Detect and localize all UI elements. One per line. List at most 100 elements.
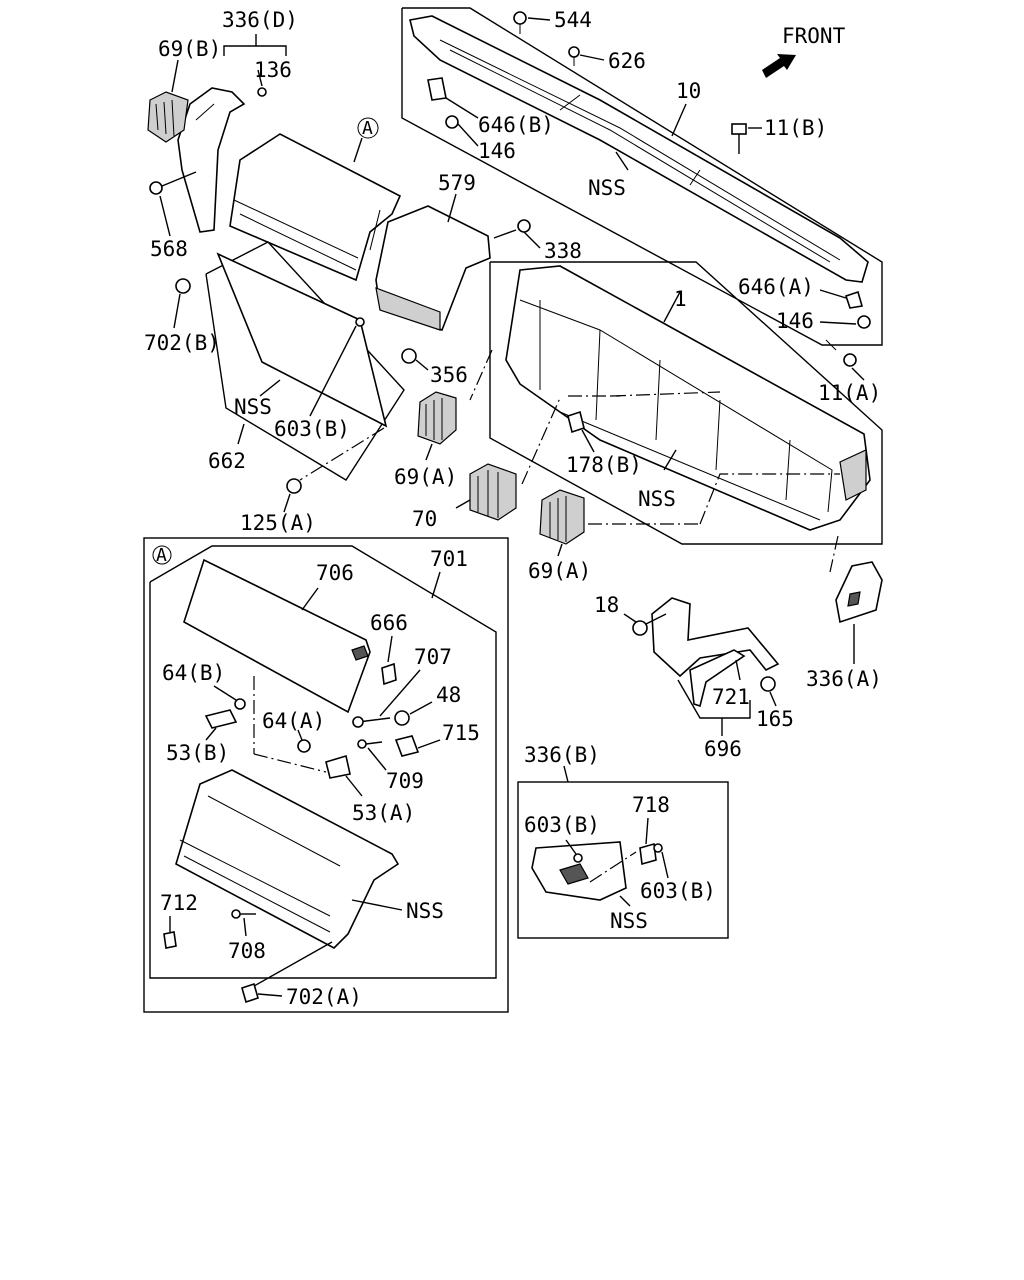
top-rail-group-outline (401, 7, 883, 346)
bracket-696-part (651, 597, 780, 708)
label-579: 579 (438, 171, 476, 195)
vent-70-part (469, 463, 517, 521)
label-NSS-336B: NSS (610, 909, 648, 933)
label-702A: 702(A) (286, 985, 362, 1009)
label-48: 48 (436, 683, 461, 707)
label-662: 662 (208, 449, 246, 473)
screw-603B-detail-icon (573, 853, 583, 863)
screw-136-icon (257, 87, 267, 97)
side-cap-336A-part (835, 561, 883, 624)
label-338: 338 (544, 239, 582, 263)
label-708: 708 (228, 939, 266, 963)
glovebox-bin-part (175, 769, 400, 949)
duct-579-part (375, 205, 491, 332)
clip-646B-icon (427, 77, 459, 129)
label-356: 356 (430, 363, 468, 387)
pin-709-icon (357, 739, 383, 749)
bolt-18-icon (632, 613, 667, 636)
screw-626-icon (568, 46, 580, 66)
label-178B: 178(B) (566, 453, 642, 477)
box-662-outline (205, 241, 405, 481)
bush-48-icon (394, 710, 410, 726)
label-11B: 11(B) (764, 116, 827, 140)
clip-64B-icon (234, 698, 246, 710)
label-64B: 64(B) (162, 661, 225, 685)
label-568: 568 (150, 237, 188, 261)
label-146-top: 146 (478, 139, 516, 163)
glovebox-upper-part (229, 133, 402, 282)
bracket-53B-icon (204, 709, 238, 729)
label-336B: 336(B) (524, 743, 600, 767)
vent-69B-part (147, 91, 189, 143)
bolt-11B-icon (731, 123, 747, 154)
callout-A-label: A (362, 118, 373, 139)
label-696: 696 (704, 737, 742, 761)
front-arrow-icon (762, 54, 796, 78)
label-701: 701 (430, 547, 468, 571)
label-603B-detail2: 603(B) (640, 879, 716, 903)
label-626: 626 (608, 49, 646, 73)
clip-666-icon (381, 662, 397, 686)
nut-702A-icon (241, 982, 259, 1004)
label-715: 715 (442, 721, 480, 745)
detail-701-outline (149, 545, 497, 979)
label-165: 165 (756, 707, 794, 731)
clip-64A-icon (297, 739, 311, 753)
label-712: 712 (160, 891, 198, 915)
pin-707-icon (352, 716, 391, 728)
lid-662-part (216, 252, 388, 428)
clip-712-icon (163, 931, 177, 949)
dash-panel-1-part (505, 265, 871, 531)
detail-A-frame (143, 537, 509, 1013)
screw-544-icon (513, 11, 527, 34)
clip-646A-icon (844, 290, 871, 329)
dash-group-outline (489, 261, 883, 545)
callout-A-detail-icon (152, 545, 172, 565)
label-69A-right: 69(A) (528, 559, 591, 583)
label-125A: 125(A) (240, 511, 316, 535)
label-136: 136 (254, 58, 292, 82)
label-NSS-lid: NSS (234, 395, 272, 419)
vent-69A-right-part (539, 489, 585, 545)
label-336D: 336(D) (222, 8, 298, 32)
clip-718-icon (639, 842, 657, 866)
label-603B: 603(B) (274, 417, 350, 441)
label-69B: 69(B) (158, 37, 221, 61)
label-1: 1 (674, 287, 687, 311)
label-544: 544 (554, 8, 592, 32)
label-18: 18 (594, 593, 619, 617)
label-702B: 702(B) (144, 331, 220, 355)
label-721: 721 (712, 685, 750, 709)
vent-69A-left-part (417, 391, 457, 445)
label-146-right: 146 (776, 309, 814, 333)
pin-708-icon (231, 909, 256, 919)
label-666: 666 (370, 611, 408, 635)
screw-603B-detail2-icon (653, 843, 663, 853)
label-707: 707 (414, 645, 452, 669)
label-64A: 64(A) (262, 709, 325, 733)
nut-702B-icon (175, 278, 191, 294)
label-53B: 53(B) (166, 741, 229, 765)
label-336A: 336(A) (806, 667, 882, 691)
screw-568-icon (149, 181, 163, 195)
label-11A: 11(A) (818, 381, 881, 405)
front-label: FRONT (782, 24, 846, 48)
callout-A-icon (357, 117, 379, 139)
screw-11A-icon (843, 353, 857, 367)
screw-603B-icon (355, 317, 365, 327)
label-70: 70 (412, 507, 437, 531)
label-603B-detail: 603(B) (524, 813, 600, 837)
screw-338-icon (517, 219, 531, 233)
label-706: 706 (316, 561, 354, 585)
label-646A: 646(A) (738, 275, 814, 299)
callout-A-detail-label: A (156, 545, 167, 566)
label-10: 10 (676, 79, 701, 103)
glovebox-door-706-part (183, 558, 371, 714)
top-rail-part (409, 15, 869, 283)
side-cover-336B-part (531, 841, 627, 901)
label-NSS-rail: NSS (588, 176, 626, 200)
label-69A-left: 69(A) (394, 465, 457, 489)
clip-178B-icon (567, 410, 585, 434)
label-718: 718 (632, 793, 670, 817)
